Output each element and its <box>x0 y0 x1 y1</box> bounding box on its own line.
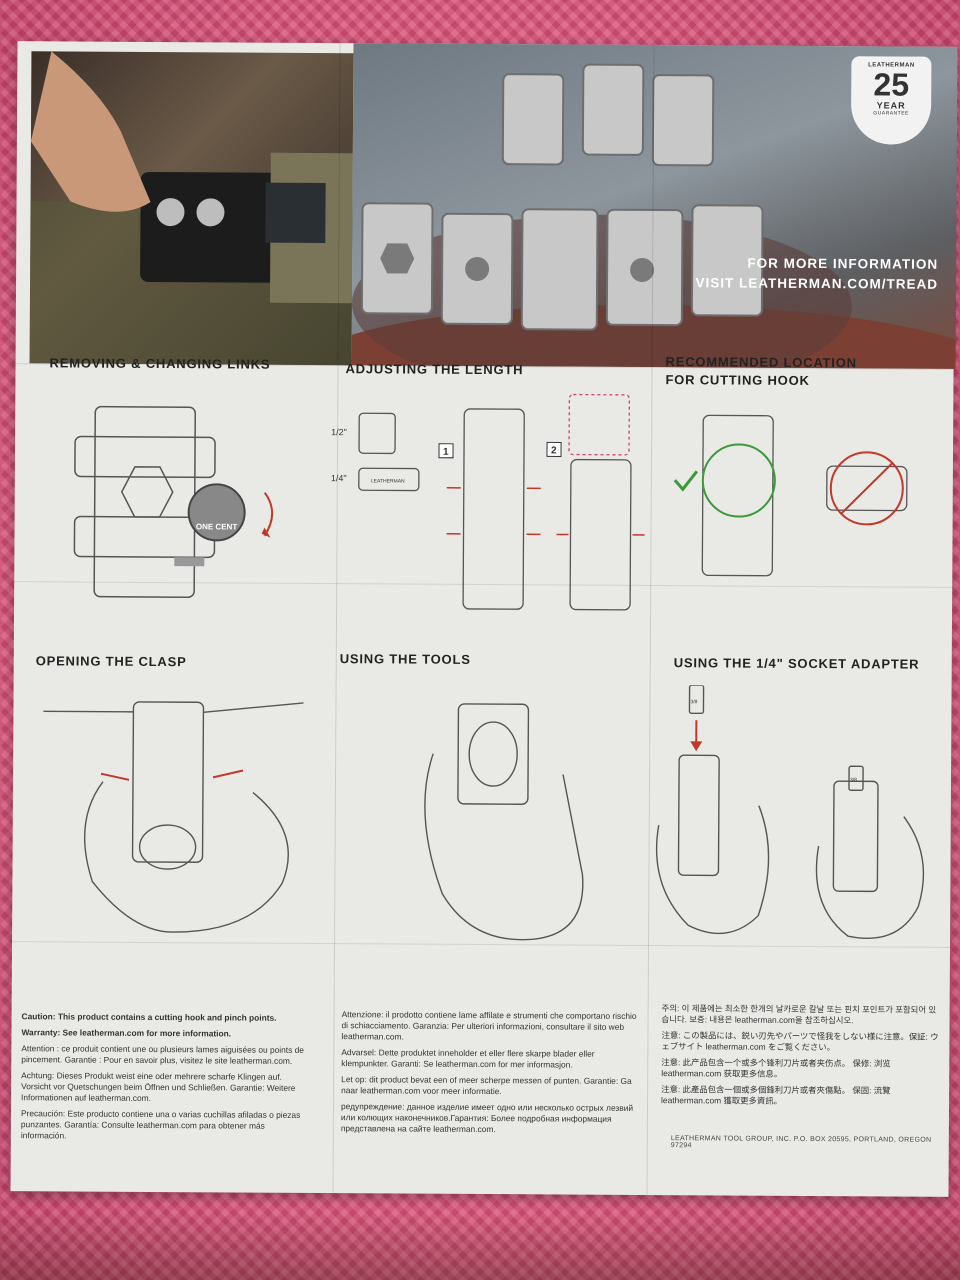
coin-icon <box>187 483 246 542</box>
badge-number: 25 <box>873 66 910 103</box>
warning-de: Achtung: Dieses Produkt weist eine oder … <box>21 1070 296 1103</box>
hand-photo-illustration <box>29 51 353 366</box>
rotate-arrow-icon <box>263 492 274 537</box>
warning-it: Attenzione: il prodotto contiene lame af… <box>341 1009 637 1042</box>
diagram-socket-adapter: 3/8 3/8 <box>655 685 925 940</box>
warning-ko: 주의: 이 제품에는 최소한 한개의 날카로운 칼날 또는 핀치 포인트가 포함… <box>661 1003 937 1026</box>
diagram-recommended-location <box>673 414 908 577</box>
diagram-using-tools <box>424 703 584 941</box>
prohibited-slash-icon <box>839 461 894 515</box>
step-1-number: 1 <box>443 447 449 458</box>
heading-recommended-line-2: FOR CUTTING HOOK <box>665 372 810 388</box>
size-half-label: 1/2" <box>331 427 347 437</box>
company-address: LEATHERMAN TOOL GROUP, INC. P.O. BOX 205… <box>670 1135 932 1150</box>
size-quarter-label: 1/4" <box>331 473 347 483</box>
warning-ja: 注意: この製品には、鋭い刃先やパーツで怪我をしない様に注意。保証: ウェブサイ… <box>661 1030 939 1053</box>
photo-hand-tool <box>29 51 354 366</box>
warning-block-middle: Attenzione: il prodotto contiene lame af… <box>341 1009 638 1141</box>
heading-recommended-location: RECOMMENDED LOCATION FOR CUTTING HOOK <box>665 353 856 390</box>
diagram-opening-clasp <box>43 701 304 933</box>
heading-removing-links: REMOVING & CHANGING LINKS <box>49 355 271 372</box>
warning-block-left: Caution: This product contains a cutting… <box>21 1011 312 1148</box>
step-1-box <box>438 443 454 459</box>
screw-icon <box>174 557 205 567</box>
warning-nl: Let op: dit product bevat een of meer sc… <box>341 1074 632 1097</box>
adjust-arrows-icon <box>446 487 645 536</box>
instruction-sheet: LEATHERMAN 25 YEAR GUARANTEE FOR MORE IN… <box>10 41 958 1197</box>
photo-bracelet: LEATHERMAN 25 YEAR GUARANTEE FOR MORE IN… <box>351 43 958 369</box>
socket-label-2: 3/8 <box>850 777 857 783</box>
heading-adjusting-length: ADJUSTING THE LENGTH <box>345 361 524 378</box>
warning-no: Advarsel: Dette produktet inneholder et … <box>341 1047 595 1070</box>
bracelet-photo-illustration <box>351 63 958 369</box>
step-2-box <box>546 441 562 457</box>
info-line-2: VISIT LEATHERMAN.COM/TREAD <box>695 275 939 292</box>
warning-en-caution: Caution: This product contains a cutting… <box>21 1011 277 1023</box>
warning-zh-cn: 注意: 此产品包含一个或多个锋利刀片或者夹伤点。 保修: 浏览 leatherm… <box>661 1057 891 1079</box>
correct-location-circle <box>701 443 776 518</box>
warning-block-right: 주의: 이 제품에는 최소한 한개의 날카로운 칼날 또는 핀치 포인트가 포함… <box>661 1003 942 1113</box>
badge-sublabel: GUARANTEE <box>873 110 909 117</box>
more-info-text: FOR MORE INFORMATION VISIT LEATHERMAN.CO… <box>695 253 939 294</box>
guarantee-badge: LEATHERMAN 25 YEAR GUARANTEE <box>850 56 932 145</box>
coin-text: ONE CENT <box>196 522 238 531</box>
wrong-location-circle <box>829 451 904 526</box>
badge-label: YEAR <box>876 100 906 111</box>
heading-recommended-line-1: RECOMMENDED LOCATION <box>665 354 857 371</box>
warning-ru: редупреждение: данное изделие имеет одно… <box>340 1101 634 1135</box>
link-brand-label: LEATHERMAN <box>371 478 405 484</box>
heading-opening-clasp: OPENING THE CLASP <box>35 653 187 670</box>
pinch-arrows-icon <box>100 769 244 781</box>
checkmark-icon <box>673 470 699 492</box>
heading-using-tools: USING THE TOOLS <box>339 651 471 667</box>
diagram-adjusting-length: 1/2" 1/4" LEATHERMAN 1 2 <box>331 393 645 611</box>
info-line-1: FOR MORE INFORMATION <box>747 255 939 272</box>
warning-zh-tw: 注意: 此產品包含一個或多個鋒利刀片或者夾傷點。 保固: 流覽 leatherm… <box>661 1084 891 1106</box>
diagram-removing-links: ONE CENT <box>73 405 274 598</box>
warning-en-warranty: Warranty: See leatherman.com for more in… <box>21 1027 232 1039</box>
step-2-number: 2 <box>551 445 557 456</box>
heading-socket-adapter: USING THE 1/4" SOCKET ADAPTER <box>673 655 920 672</box>
warning-fr: Attention : ce produit contient une ou p… <box>21 1043 305 1066</box>
wooden-table-edge <box>0 1210 960 1280</box>
warning-es: Precaución: Este producto contiene una o… <box>20 1108 301 1141</box>
socket-label-1: 3/8 <box>690 699 697 705</box>
